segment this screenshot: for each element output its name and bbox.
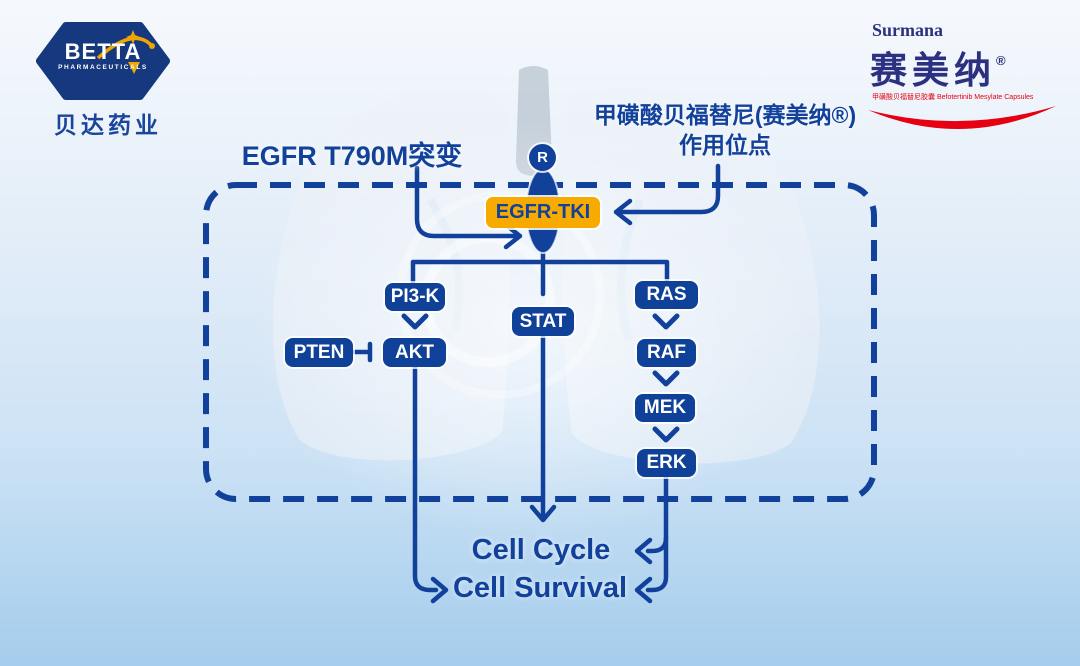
betta-wordmark: BETTA [64, 39, 142, 64]
chevron-raf-mek [652, 370, 680, 387]
node-pi3k: PI3-K [385, 283, 445, 311]
chevron-ras-raf [652, 313, 680, 330]
betta-sub-wordmark: PHARMACEUTICALS [58, 64, 148, 71]
egfr-tki-box: EGFR-TKI [486, 197, 600, 228]
node-ras: RAS [635, 281, 698, 309]
line-akt-down [412, 364, 439, 593]
surmana-swoosh-icon [868, 106, 1056, 130]
node-stat: STAT [512, 307, 574, 336]
line-erk-down [645, 475, 669, 593]
betta-logo: BETTA PHARMACEUTICALS 贝达药业 [32, 22, 192, 140]
registered-mark: ® [996, 53, 1006, 68]
betta-star-icon [126, 30, 140, 44]
mutation-heading: EGFR T790M突变 [241, 141, 463, 171]
surmana-product-line: 甲磺酸贝福替尼胶囊 Befotertinib Mesylate Capsules [872, 94, 1034, 101]
drug-site-heading-line1: 甲磺酸贝福替尼(赛美纳®) [593, 102, 857, 128]
outcome-cell-survival: Cell Survival [452, 572, 628, 604]
node-mek: MEK [635, 394, 695, 422]
node-raf: RAF [637, 339, 696, 367]
node-pten: PTEN [285, 338, 353, 367]
receptor-r-badge: R [529, 144, 556, 171]
drug-site-heading: 甲磺酸贝福替尼(赛美纳®) 作用位点 [560, 100, 890, 160]
branch-bar [410, 259, 670, 285]
betta-hexagon: BETTA PHARMACEUTICALS [36, 22, 170, 100]
surmana-logo: Surmana 赛美纳® 甲磺酸贝福替尼胶囊 Befotertinib Mesy… [862, 20, 1062, 144]
node-akt: AKT [383, 338, 446, 367]
chevron-mek-erk [652, 426, 680, 443]
betta-a-accent [128, 62, 140, 74]
line-erk-cellcycle [645, 535, 669, 554]
betta-orbit-icon [96, 36, 154, 60]
drug-site-heading-line2: 作用位点 [679, 132, 771, 158]
cell-membrane-dashed-border [203, 182, 877, 502]
betta-chinese-name: 贝达药业 [54, 112, 162, 138]
surmana-cn-wordmark: 赛美纳® [870, 50, 1006, 91]
arrow-site-to-drug [615, 163, 721, 215]
chevron-pi3k-akt [401, 313, 429, 330]
surmana-en-wordmark: Surmana [872, 20, 944, 40]
node-erk: ERK [637, 449, 696, 477]
outcome-cell-cycle: Cell Cycle [471, 534, 611, 566]
arrow-mutation-to-receptor [414, 165, 521, 239]
